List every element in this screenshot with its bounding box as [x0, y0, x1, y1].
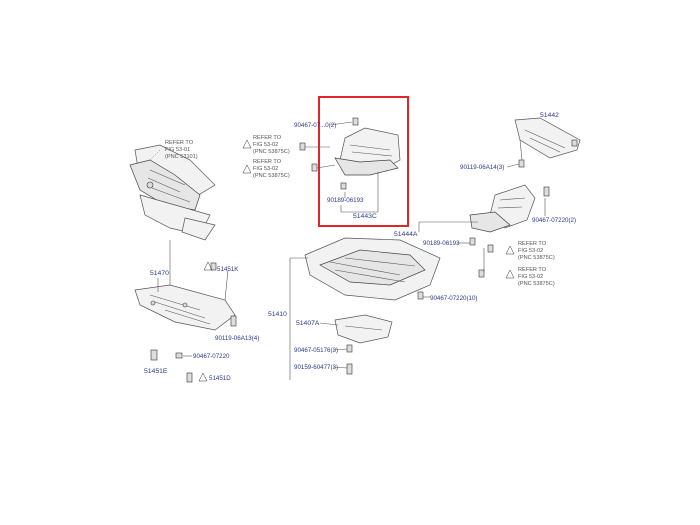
fastener-51451k: [203, 261, 217, 271]
label-51410: 51410: [268, 311, 287, 318]
clip-90467-05176: [346, 344, 353, 353]
label-90467-07220-2: 90467-07220(2): [532, 217, 576, 224]
note-refer-5302d-line2: FIG 53-02: [518, 274, 543, 280]
ref-marker-b: [242, 164, 252, 174]
panel-51442-illustration: [514, 117, 581, 168]
note-refer-5302c-line1: REFER TO: [518, 241, 547, 247]
note-refer-5301-line2: FIG 53-01: [165, 147, 190, 153]
fastener-51451d: [186, 372, 208, 383]
note-refer-5302c-line3: (PNC 53875C): [518, 255, 555, 261]
note-refer-5302d-line3: (PNC 53875C): [518, 281, 555, 287]
label-90189-06193: 90189-06193: [327, 197, 364, 204]
part-51443c-illustration: [334, 117, 401, 190]
bracket-51470-illustration: [134, 240, 236, 331]
ref-marker-d: [478, 269, 515, 279]
note-refer-5302a-line1: REFER TO: [253, 135, 282, 141]
label-51451D: 51451D: [209, 375, 231, 382]
ref-marker-c: [487, 244, 515, 255]
front-bumper-illustration: [129, 144, 216, 241]
bolt-90119-a13: [230, 315, 237, 327]
label-90189-06193-r: 90189-06193: [423, 240, 460, 247]
panel-51444a-illustration: [469, 184, 550, 233]
clip-90467-07220: [175, 352, 183, 359]
note-refer-5302a-line2: FIG 53-02: [253, 142, 278, 148]
label-90467-07220: 90467-07220: [193, 353, 230, 360]
panel-51407a-illustration: [334, 314, 393, 344]
note-refer-5302a-line3: (PNC 53875C): [253, 149, 290, 155]
note-refer-5302c-line2: FIG 53-02: [518, 248, 543, 254]
note-refer-5301-line1: REFER TO: [165, 140, 194, 146]
highlight-box: [318, 96, 409, 227]
label-51470: 51470: [150, 270, 169, 277]
label-51451E: 51451E: [144, 368, 168, 375]
note-refer-5302d-line1: REFER TO: [518, 267, 547, 273]
label-90467-07220-10: 90467-07220(10): [430, 295, 477, 302]
label-90467-07-2: 90467-07...0(2): [294, 122, 336, 129]
note-refer-5302b-line2: FIG 53-02: [253, 166, 278, 172]
label-51442: 51442: [540, 112, 559, 119]
bolt-90159-60477: [346, 363, 353, 375]
under-cover-51410-illustration: [304, 237, 441, 301]
label-51407A: 51407A: [296, 320, 320, 327]
label-90467-05176: 90467-05176(3): [294, 347, 338, 354]
fastener-51451e: [150, 349, 158, 361]
note-refer-5301-line3: (PNC 53101): [165, 154, 198, 160]
label-90159-60477: 90159-60477(3): [294, 364, 338, 371]
note-refer-5302b-line1: REFER TO: [253, 159, 282, 165]
label-90119-a14: 90119-06A14(3): [460, 164, 504, 171]
label-51443C: 51443C: [353, 213, 377, 220]
note-refer-5302b-line3: (PNC 53875C): [253, 173, 290, 179]
label-51451K: 51451K: [217, 266, 239, 273]
label-90119-a13: 90119-06A13(4): [215, 335, 259, 342]
label-51444A: 51444A: [394, 231, 418, 238]
ref-marker-a: [242, 139, 252, 149]
